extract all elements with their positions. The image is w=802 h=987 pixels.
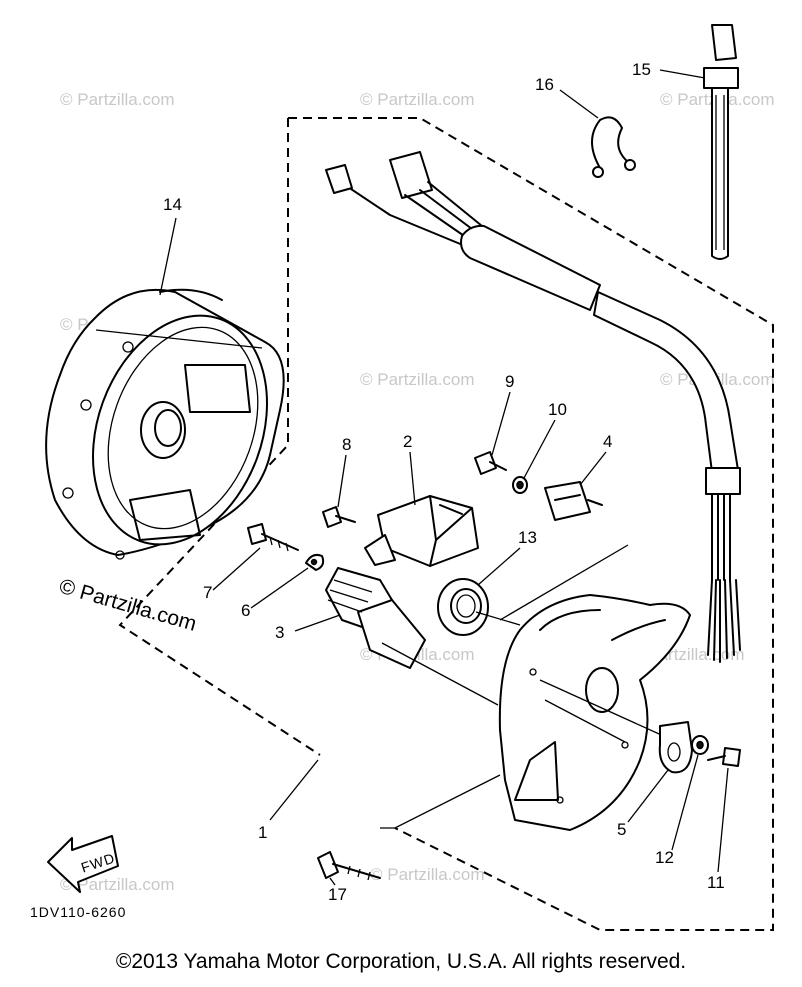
wiring-harness: [325, 151, 741, 663]
callout-4: 4: [603, 432, 612, 451]
callout-3: 3: [275, 623, 284, 642]
callout-6: 6: [241, 601, 250, 620]
washer-10: [512, 476, 528, 494]
callout-16: 16: [535, 75, 554, 94]
watermark: © Partzilla.com: [360, 90, 475, 109]
watermark: © Partzilla.com: [370, 865, 485, 884]
callout-11: 11: [707, 873, 725, 892]
pickup-coil-4: [544, 481, 603, 521]
clamp-5: [658, 721, 693, 774]
clip-6: [305, 553, 325, 571]
washer-12: [691, 735, 709, 755]
callout-8: 8: [342, 435, 351, 454]
assembly-outline: [118, 117, 774, 931]
screw-9: [474, 451, 507, 475]
screw-8: [322, 506, 356, 528]
source-coil-2: [364, 495, 479, 567]
callout-12: 12: [655, 848, 674, 867]
screw-17: [317, 851, 381, 881]
watermark-main: © Partzilla.com: [57, 575, 199, 636]
callout-14: 14: [163, 195, 182, 214]
charge-coil-3: [325, 567, 426, 669]
watermark: © Partzilla.com: [360, 370, 475, 389]
callout-10: 10: [548, 400, 567, 419]
screw-7: [247, 523, 299, 552]
watermark-main-text: © Partzilla.com: [57, 575, 199, 636]
cable-tie: [703, 24, 739, 260]
callout-5: 5: [617, 820, 626, 839]
callout-7: 7: [203, 583, 212, 602]
callout-2: 2: [403, 432, 412, 451]
callout-13: 13: [518, 528, 537, 547]
oil-seal-13: [437, 578, 489, 636]
wire-clip: [591, 116, 636, 178]
callout-9: 9: [505, 372, 514, 391]
stator-base-plate: [498, 594, 691, 831]
copyright-footer: ©2013 Yamaha Motor Corporation, U.S.A. A…: [115, 950, 687, 973]
watermark: © Partzilla.com: [60, 875, 175, 894]
watermark: © Partzilla.com: [60, 90, 175, 109]
screw-11: [707, 747, 741, 767]
callout-15: 15: [632, 60, 651, 79]
flywheel-rotor: [45, 288, 285, 560]
callout-1: 1: [258, 823, 267, 842]
drawing-code: 1DV110-6260: [30, 904, 126, 920]
callout-17: 17: [328, 885, 347, 904]
